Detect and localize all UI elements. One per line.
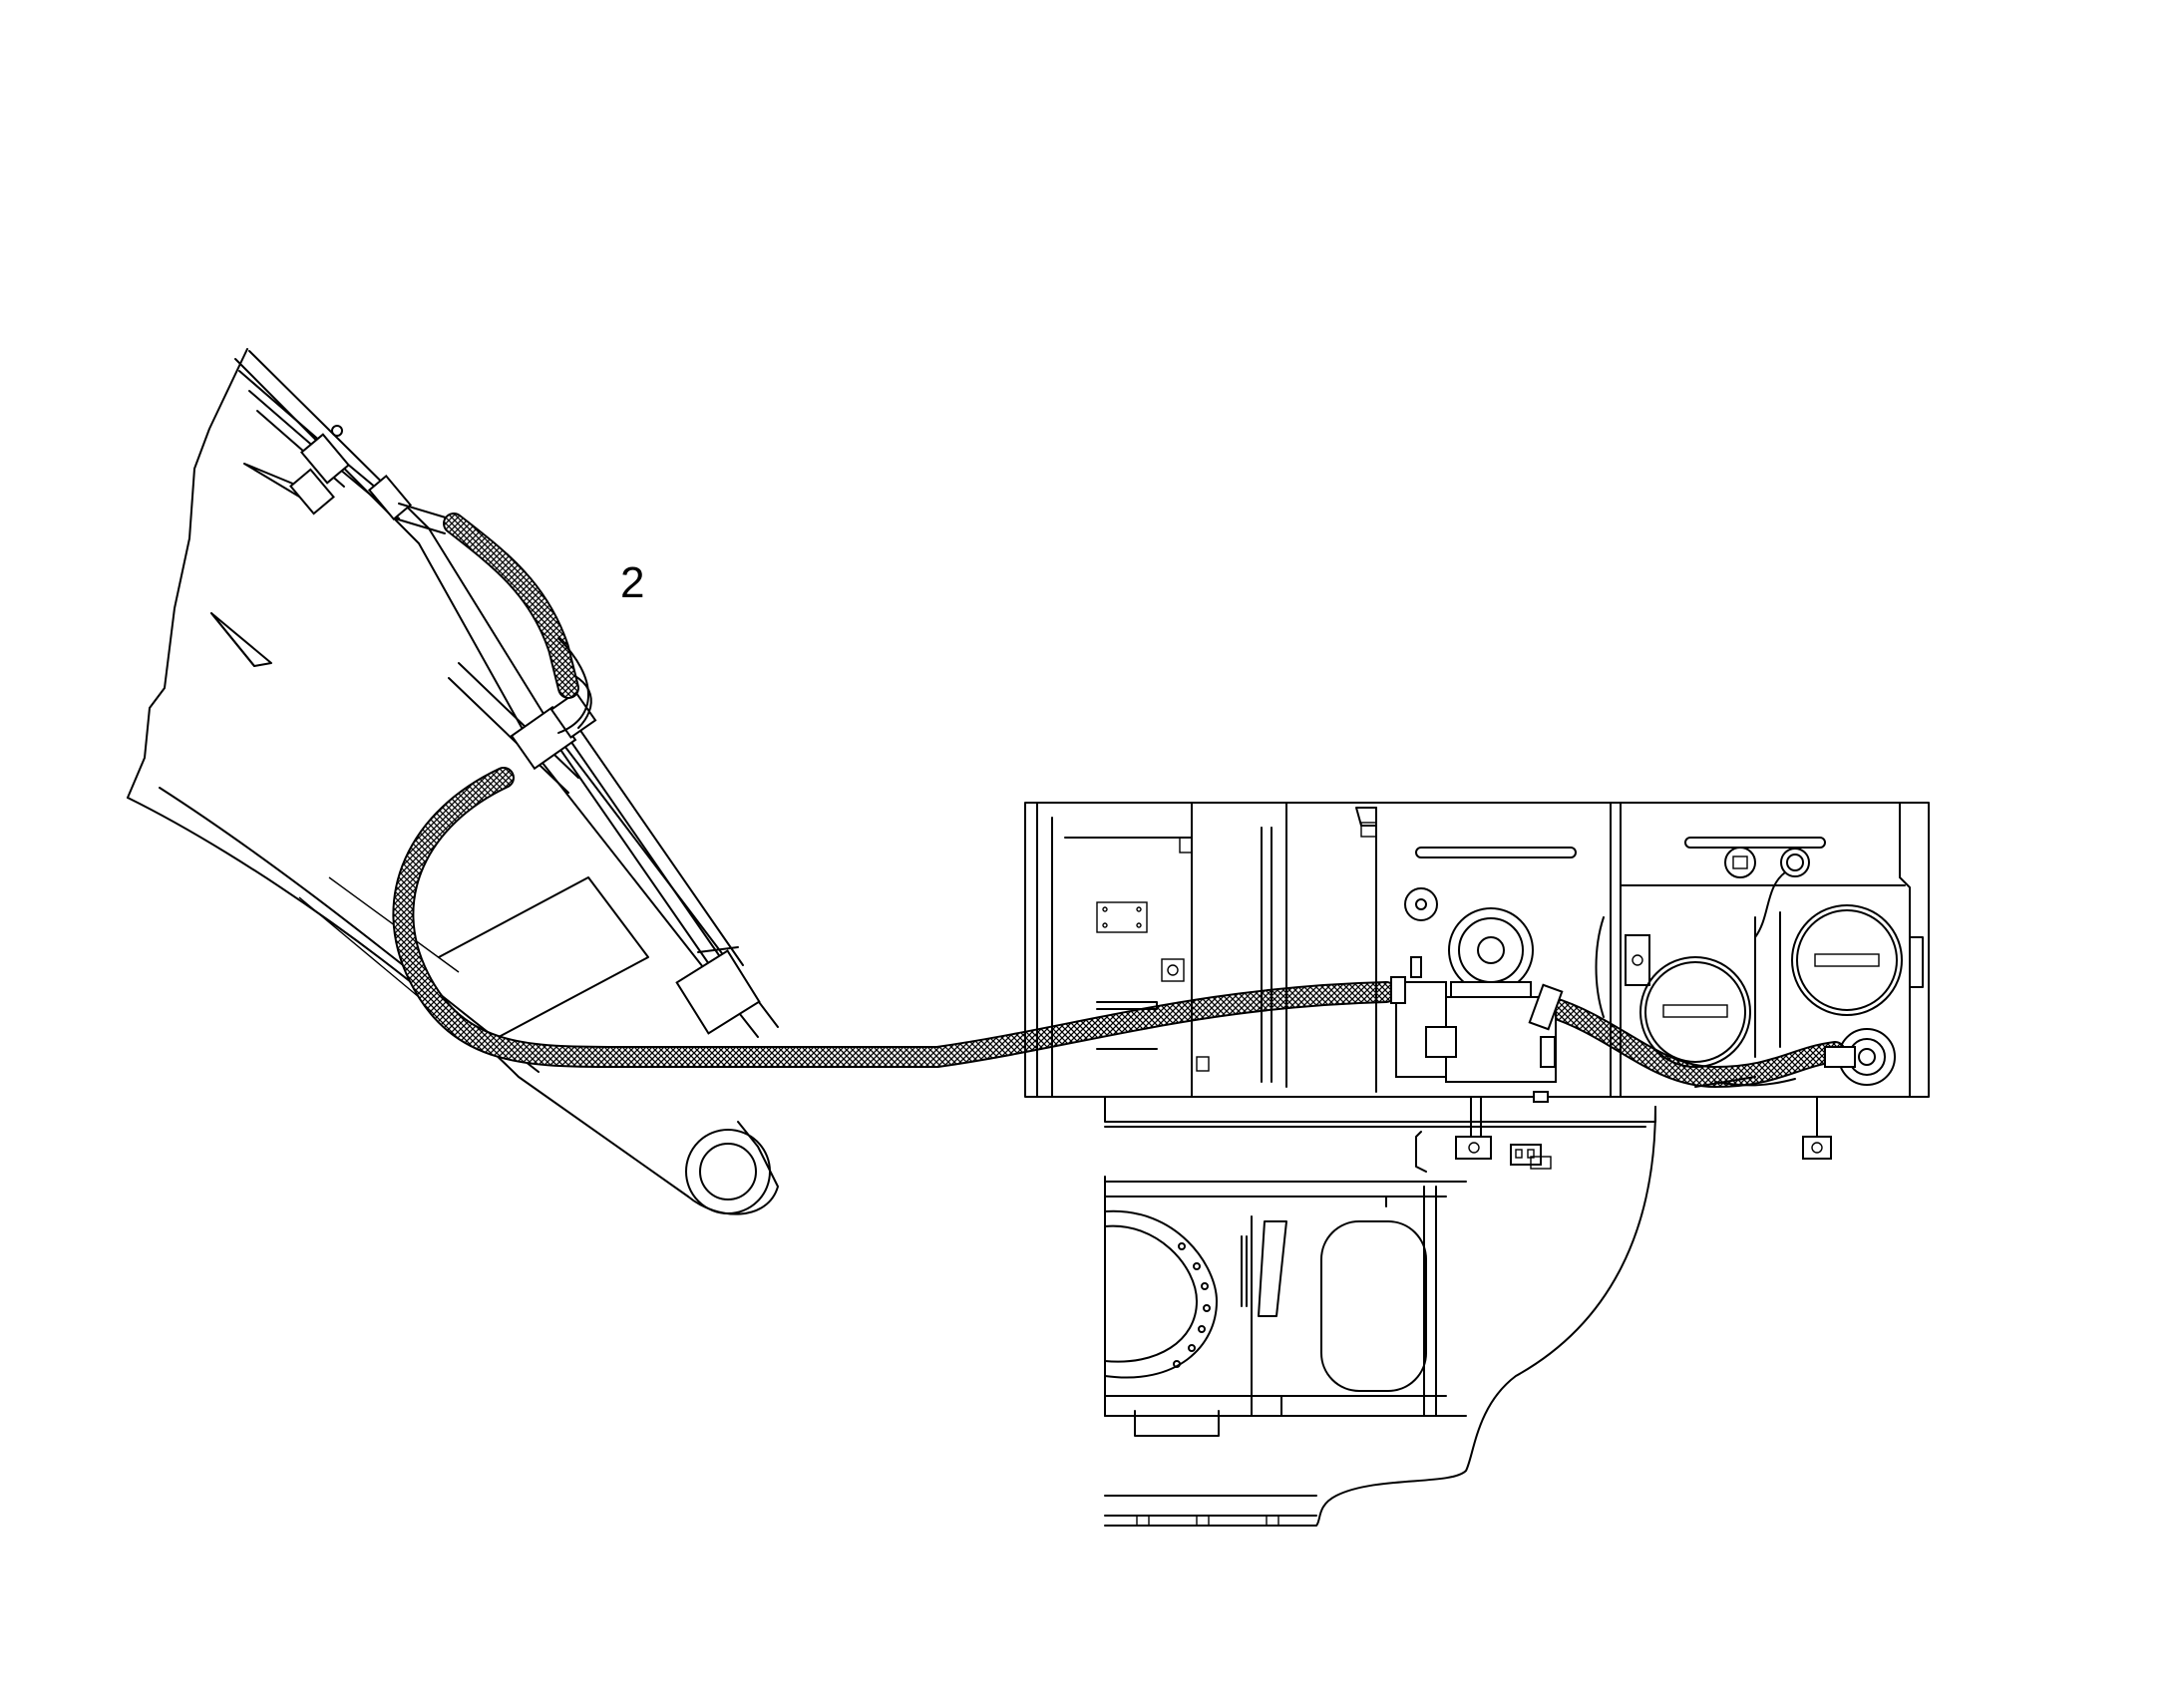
upper-boom-hose [443,512,589,734]
callout-number: 2 [620,558,645,607]
machine-body [1024,802,1930,1173]
main-hose [392,767,1846,1088]
boom-arm [127,348,779,1215]
undercarriage [1104,1096,1656,1527]
